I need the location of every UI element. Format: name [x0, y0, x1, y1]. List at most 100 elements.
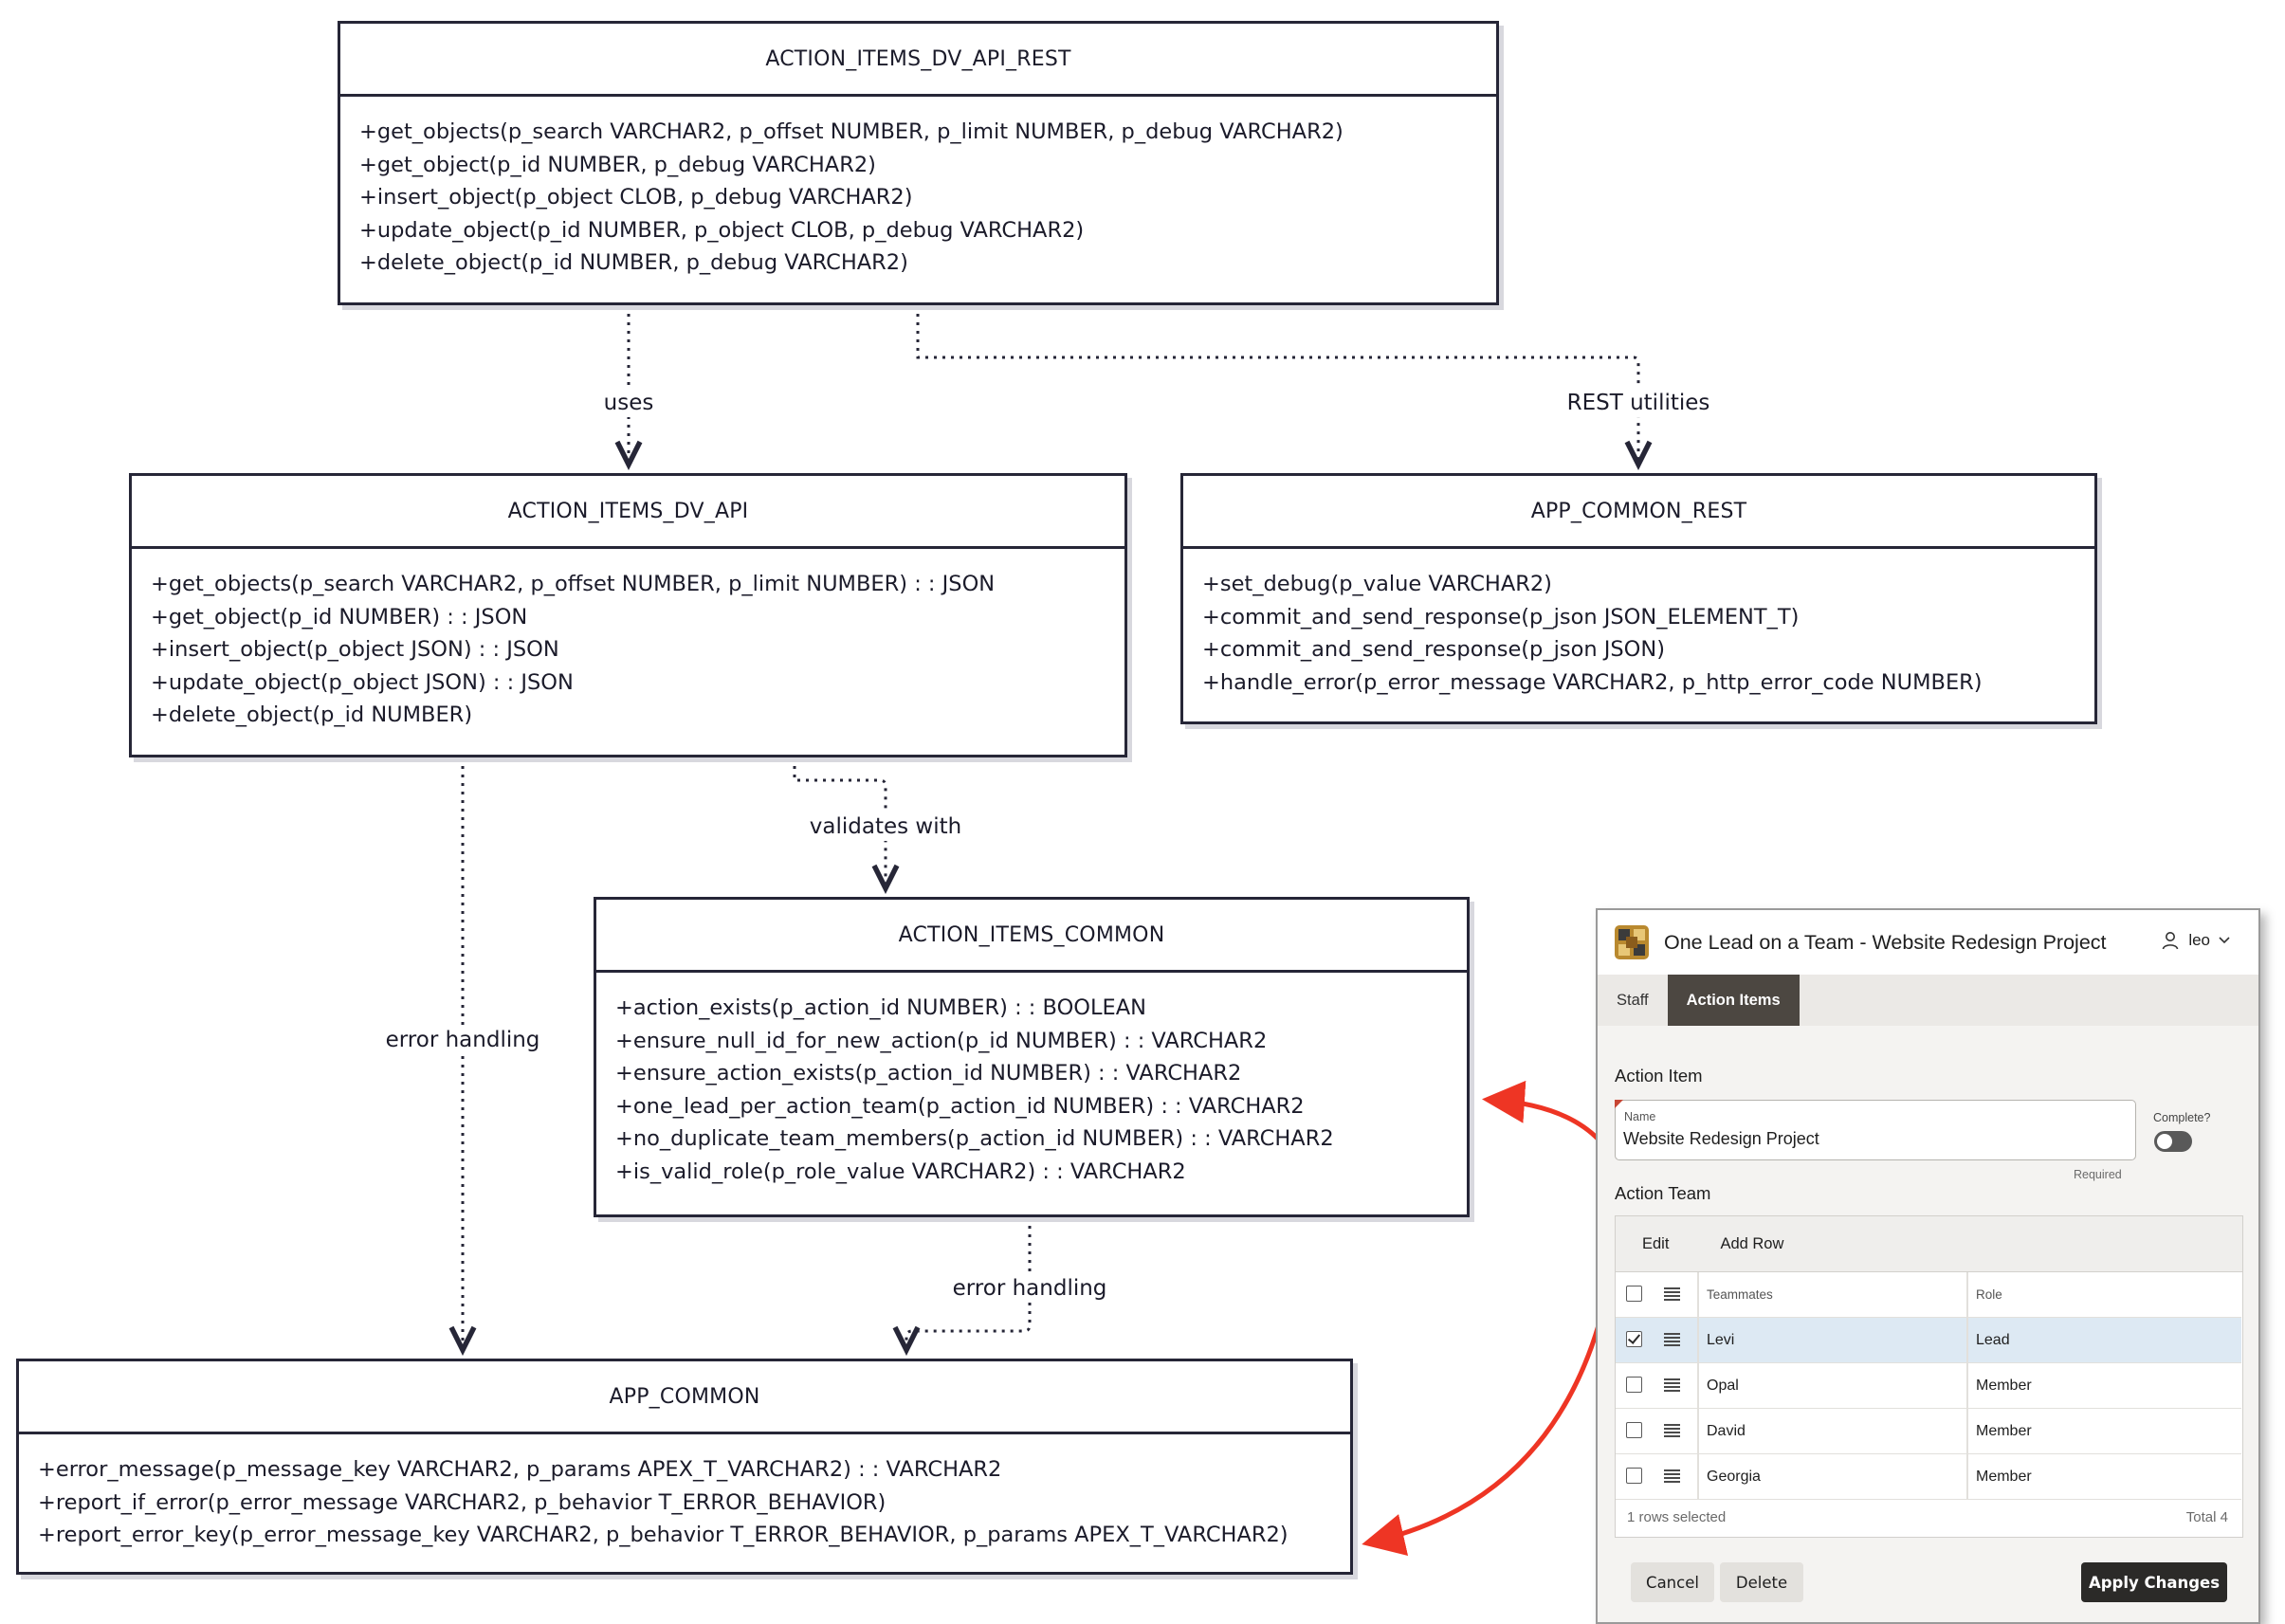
total-count: Total 4: [2185, 1508, 2228, 1525]
toggle-knob: [2157, 1134, 2172, 1149]
chevron-down-icon: [2219, 937, 2230, 944]
user-menu[interactable]: leo: [2162, 931, 2230, 950]
method: +report_error_key(p_error_message_key VA…: [38, 1523, 1289, 1547]
edge-validates-with: [793, 757, 886, 888]
method: +delete_object(p_id NUMBER, p_debug VARC…: [359, 250, 908, 275]
teammate-cell[interactable]: Levi: [1707, 1331, 1735, 1348]
apex-app-screenshot: One Lead on a Team - Website Redesign Pr…: [1596, 908, 2260, 1624]
method: +delete_object(p_id NUMBER): [151, 703, 473, 727]
required-marker: [1615, 1100, 1623, 1108]
edge-label-error-handling: error handling: [946, 1274, 1113, 1303]
method: +insert_object(p_object CLOB, p_debug VA…: [359, 185, 913, 210]
uml-class-app-common: APP_COMMON +error_message(p_message_key …: [16, 1359, 1353, 1575]
method: +ensure_null_id_for_new_action(p_id NUMB…: [615, 1028, 1268, 1053]
method: +error_message(p_message_key VARCHAR2, p…: [38, 1457, 1002, 1482]
method: +update_object(p_object JSON) : : JSON: [151, 669, 574, 695]
method: +commit_and_send_response(p_json JSON): [1202, 637, 1665, 662]
app-logo: [1615, 925, 1649, 959]
edge-label-validates-with: validates with: [803, 812, 968, 841]
tab-staff[interactable]: Staff: [1617, 991, 1649, 1009]
cancel-button[interactable]: Cancel: [1631, 1562, 1714, 1602]
method: +update_object(p_id NUMBER, p_object CLO…: [359, 217, 1085, 243]
method-list: +action_exists(p_action_id NUMBER) : : B…: [596, 973, 1467, 1188]
role-cell[interactable]: Lead: [1976, 1331, 2010, 1348]
method: +get_object(p_id NUMBER, p_debug VARCHAR…: [359, 152, 876, 177]
method: +insert_object(p_object JSON) : : JSON: [151, 637, 559, 662]
row-actions-icon[interactable]: [1664, 1469, 1680, 1483]
name-label: Name: [1624, 1110, 1656, 1123]
red-arrow-to-action-items-common: [1482, 1080, 1600, 1141]
edge-label-uses: uses: [597, 389, 660, 417]
row-actions-icon[interactable]: [1664, 1424, 1680, 1437]
edge-label-error-handling: error handling: [379, 1026, 546, 1054]
row-checkbox[interactable]: [1626, 1468, 1642, 1484]
method-list: +set_debug(p_value VARCHAR2) +commit_and…: [1183, 549, 2094, 699]
red-arrow-to-app-common: [1362, 1324, 1601, 1556]
class-title: APP_COMMON: [19, 1361, 1350, 1434]
uml-class-app-common-rest: APP_COMMON_REST +set_debug(p_value VARCH…: [1180, 473, 2097, 724]
row-actions-icon[interactable]: [1664, 1333, 1680, 1346]
role-cell[interactable]: Member: [1976, 1377, 2032, 1394]
method: +handle_error(p_error_message VARCHAR2, …: [1202, 669, 1983, 695]
required-hint: Required: [2074, 1168, 2122, 1181]
method: +commit_and_send_response(p_json JSON_EL…: [1202, 604, 1800, 630]
selected-count: 1 rows selected: [1627, 1508, 1727, 1525]
method-list: +get_objects(p_search VARCHAR2, p_offset…: [132, 549, 1124, 732]
class-title: ACTION_ITEMS_DV_API: [132, 476, 1124, 549]
edit-button[interactable]: Edit: [1642, 1234, 1670, 1252]
delete-button[interactable]: Delete: [1720, 1562, 1803, 1602]
row-checkbox[interactable]: [1626, 1331, 1642, 1347]
class-title: ACTION_ITEMS_COMMON: [596, 900, 1467, 973]
method: +get_object(p_id NUMBER) : : JSON: [151, 604, 528, 630]
complete-toggle[interactable]: [2154, 1131, 2192, 1152]
action-item-region-title: Action Item: [1615, 1066, 1703, 1086]
grid-footer: 1 rows selected Total 4: [1616, 1497, 2241, 1537]
action-team-region-title: Action Team: [1615, 1183, 1711, 1203]
method: +report_if_error(p_error_message VARCHAR…: [38, 1489, 887, 1515]
action-team-grid: Edit Add Row Teammates Role Levi Lead Op…: [1615, 1215, 2243, 1538]
row-actions-icon[interactable]: [1664, 1378, 1680, 1392]
table-row[interactable]: Opal Member: [1616, 1363, 2241, 1409]
table-row[interactable]: Levi Lead: [1616, 1318, 2241, 1363]
app-title: One Lead on a Team - Website Redesign Pr…: [1664, 930, 2107, 954]
method: +action_exists(p_action_id NUMBER) : : B…: [615, 995, 1146, 1020]
table-row[interactable]: Georgia Member: [1616, 1454, 2241, 1500]
grid-toolbar: Edit Add Row: [1616, 1216, 2242, 1272]
add-row-button[interactable]: Add Row: [1720, 1234, 1784, 1252]
row-checkbox[interactable]: [1626, 1422, 1642, 1438]
method: +no_duplicate_team_members(p_action_id N…: [615, 1126, 1334, 1151]
select-all-checkbox[interactable]: [1626, 1286, 1642, 1302]
tab-action-items[interactable]: Action Items: [1667, 975, 1800, 1026]
complete-label: Complete?: [2153, 1111, 2211, 1124]
grid-header-row: Teammates Role: [1616, 1272, 2241, 1318]
role-cell[interactable]: Member: [1976, 1468, 2032, 1485]
class-title: ACTION_ITEMS_DV_API_REST: [340, 24, 1496, 97]
app-header: One Lead on a Team - Website Redesign Pr…: [1598, 910, 2258, 975]
method: +set_debug(p_value VARCHAR2): [1202, 572, 1552, 596]
method: +get_objects(p_search VARCHAR2, p_offset…: [359, 119, 1344, 144]
method: +ensure_action_exists(p_action_id NUMBER…: [615, 1061, 1242, 1086]
edge-error-handling-common: [906, 1217, 1032, 1350]
teammate-cell[interactable]: David: [1707, 1422, 1746, 1439]
teammate-cell[interactable]: Opal: [1707, 1377, 1739, 1394]
apply-changes-button[interactable]: Apply Changes: [2081, 1562, 2227, 1602]
edge-rest-utilities: [916, 305, 1638, 465]
name-input[interactable]: [1623, 1129, 2116, 1149]
tab-bar: Staff Action Items: [1598, 975, 2258, 1026]
method: +is_valid_role(p_role_value VARCHAR2) : …: [615, 1159, 1186, 1184]
teammate-cell[interactable]: Georgia: [1707, 1468, 1761, 1485]
row-actions-icon[interactable]: [1664, 1287, 1680, 1301]
method-list: +get_objects(p_search VARCHAR2, p_offset…: [340, 97, 1496, 280]
column-header-role[interactable]: Role: [1976, 1287, 2002, 1302]
role-cell[interactable]: Member: [1976, 1422, 2032, 1439]
uml-class-action-items-dv-api-rest: ACTION_ITEMS_DV_API_REST +get_objects(p_…: [338, 21, 1499, 305]
name-field: Name: [1615, 1100, 2136, 1160]
table-row[interactable]: David Member: [1616, 1409, 2241, 1454]
column-header-teammates[interactable]: Teammates: [1707, 1287, 1773, 1302]
method: +get_objects(p_search VARCHAR2, p_offset…: [151, 572, 996, 596]
user-icon: [2163, 932, 2179, 950]
method: +one_lead_per_action_team(p_action_id NU…: [615, 1093, 1305, 1119]
row-checkbox[interactable]: [1626, 1377, 1642, 1393]
